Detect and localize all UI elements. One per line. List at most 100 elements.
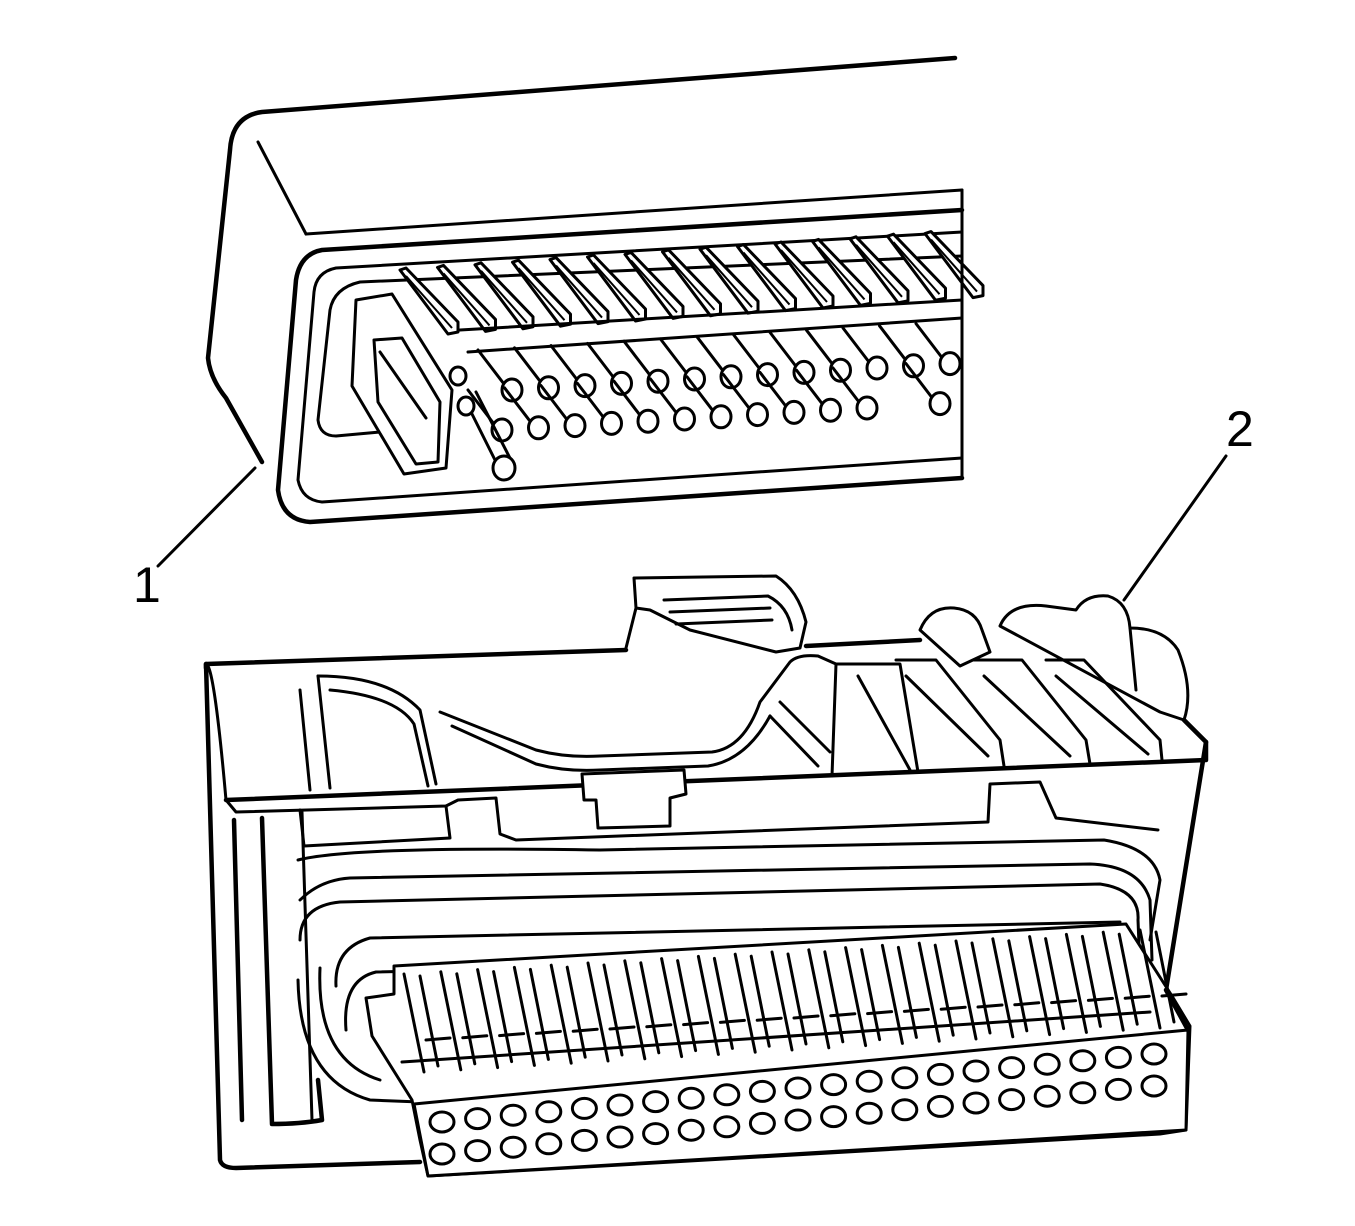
connector-center-tab	[580, 768, 688, 830]
header-pin-shaft	[758, 370, 788, 408]
terminal-cavity	[1140, 1074, 1168, 1098]
header-pin-tip	[563, 413, 587, 439]
terminal-cavity	[1033, 1052, 1061, 1076]
terminal-slot-step	[866, 1010, 894, 1016]
connector-lock-lever	[632, 574, 808, 654]
header-blade-rail	[458, 298, 964, 332]
header-pin-tip	[456, 395, 476, 417]
header-pin-shaft	[805, 328, 834, 366]
header-blade-edge	[855, 244, 903, 298]
header-pin-shaft	[831, 366, 861, 404]
header-pin-shaft	[513, 346, 542, 384]
terminal-slot-edge	[528, 967, 550, 1061]
terminal-slot-edge	[1117, 932, 1139, 1026]
terminal-cavity	[748, 1079, 776, 1103]
terminal-slot-step	[534, 1029, 562, 1035]
terminal-slot-edge	[602, 963, 624, 1057]
terminal-slot-edge	[676, 959, 698, 1053]
terminal-slot-edge	[623, 959, 647, 1061]
terminal-cavity	[677, 1086, 705, 1110]
header-blade-edge	[705, 254, 753, 308]
terminal-slot-edge	[565, 965, 587, 1059]
header-pin-tip	[600, 410, 623, 436]
header-pin-tip	[500, 377, 524, 403]
terminal-slot-edge	[1044, 937, 1066, 1031]
terminal-cavity	[677, 1118, 705, 1142]
header-pin-tip	[746, 402, 769, 428]
terminal-slot-edge	[733, 952, 757, 1054]
terminal-slot-edge	[1154, 930, 1176, 1024]
header-pin-tip	[646, 368, 670, 394]
terminal-slot-step	[976, 1003, 1004, 1009]
terminal-slot-edge	[860, 948, 882, 1042]
header-pin-tip	[855, 395, 879, 421]
terminal-cavity	[962, 1059, 990, 1083]
terminal-cavity	[499, 1103, 527, 1127]
terminal-slot-edge	[896, 945, 918, 1039]
header-pin-shaft	[503, 386, 532, 424]
header-pin-tip	[636, 408, 660, 434]
header-pin-tip	[928, 391, 952, 417]
header-pin-shaft	[878, 324, 907, 362]
terminal-slots	[400, 928, 1188, 1074]
header-blade-edge	[667, 257, 716, 311]
terminal-slot-edge	[439, 970, 463, 1072]
terminal-cavity	[606, 1093, 634, 1117]
terminal-cavity	[891, 1066, 919, 1090]
terminal-cavity	[855, 1069, 883, 1093]
header-shroud	[275, 207, 965, 525]
terminal-cavity	[570, 1096, 598, 1120]
terminal-slot-edge	[1080, 934, 1102, 1028]
header-pin-shaft	[685, 375, 715, 413]
terminal-cavity	[499, 1135, 527, 1159]
header-pin-tip	[792, 359, 816, 385]
terminal-cavity	[642, 1090, 670, 1114]
terminal-slot-step	[1123, 994, 1151, 1000]
terminal-cavity	[998, 1088, 1026, 1112]
header-pin-shaft	[476, 348, 506, 386]
callout-1-label: 1	[133, 557, 161, 613]
terminal-slot-edge	[639, 961, 661, 1055]
header-pin-shaft	[622, 339, 652, 377]
terminal-cavity	[1104, 1077, 1132, 1101]
terminal-slot-step	[608, 1025, 636, 1031]
terminal-slot-step	[498, 1032, 526, 1038]
terminal-cavity	[535, 1132, 563, 1156]
terminal-cavity	[748, 1111, 776, 1135]
header-blade-edge	[630, 259, 678, 314]
header-pin-tip	[829, 357, 852, 383]
terminal-cavity	[428, 1110, 456, 1134]
header-pin-shaft	[695, 335, 725, 373]
control-module	[205, 55, 985, 525]
header-pin-shaft	[904, 362, 934, 400]
terminal-cavity	[891, 1098, 919, 1122]
terminal-slot-edge	[660, 957, 684, 1059]
terminal-cavity	[998, 1056, 1026, 1080]
header-blade-edge	[555, 264, 603, 319]
header-pin-shaft	[768, 330, 798, 368]
terminal-slot-edge	[786, 952, 808, 1046]
terminal-slot-edge	[418, 974, 440, 1068]
terminal-cavity	[606, 1125, 634, 1149]
terminal-slot-step	[755, 1016, 783, 1022]
terminal-slot-edge	[749, 954, 771, 1048]
terminal-cavity	[820, 1105, 848, 1129]
terminal-slot-step	[645, 1023, 673, 1029]
header-blade-edge	[742, 251, 791, 306]
header-pin-shaft	[732, 333, 761, 371]
terminal-cavity	[1069, 1049, 1097, 1073]
terminal-slot-step	[1050, 999, 1078, 1005]
header-blade-edge	[780, 249, 828, 303]
header-pin-shaft	[576, 381, 605, 419]
terminal-cavity	[784, 1076, 812, 1100]
terminal-cavity	[962, 1091, 990, 1115]
header-pin-tip	[819, 397, 842, 423]
terminal-cavity	[926, 1062, 954, 1086]
harness-connector	[203, 574, 1209, 1178]
terminal-cavity	[464, 1139, 492, 1163]
terminal-slot-edge	[970, 941, 992, 1035]
terminal-slot-step	[571, 1027, 599, 1033]
terminal-slot-edge	[455, 972, 477, 1066]
